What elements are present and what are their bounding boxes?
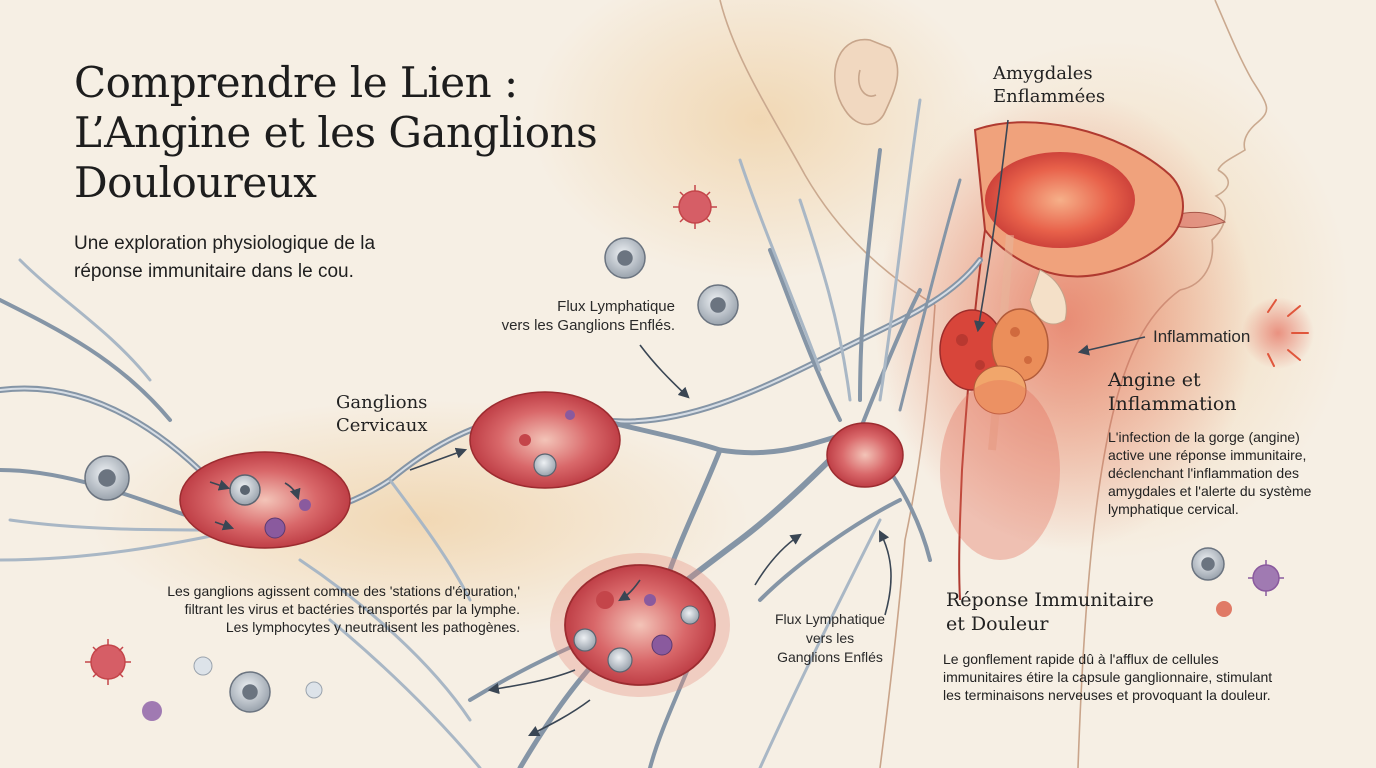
- title-line-3: Douloureux: [74, 158, 317, 207]
- flux-label-top: Flux Lymphatique vers les Ganglions Enfl…: [502, 297, 675, 335]
- ganglions-cervicaux-line-2: Cervicaux: [336, 415, 428, 436]
- subtitle-line-2: réponse immunitaire dans le cou.: [74, 261, 354, 282]
- amygdales-line-2: Enflammées: [993, 86, 1106, 107]
- page-title: Comprendre le Lien : L’Angine et les Gan…: [74, 58, 674, 208]
- pathogen-cluster: [84, 185, 1284, 721]
- amygdales-line-1: Amygdales: [993, 63, 1093, 84]
- page-subtitle: Une exploration physiologique de la répo…: [74, 230, 494, 286]
- flux-top-line-1: Flux Lymphatique: [557, 298, 675, 315]
- flux-top-line-2: vers les Ganglions Enflés.: [501, 317, 675, 334]
- throat-cross-section: [875, 90, 1255, 601]
- ganglions-note-line-3: Les lymphocytes y neutralisent les patho…: [225, 619, 520, 635]
- flux-bottom-line-1: Flux Lymphatique: [775, 611, 885, 627]
- reponse-line-1: Le gonflement rapide dû à l'afflux de ce…: [943, 651, 1219, 667]
- flux-bottom-line-2: vers les: [805, 630, 855, 646]
- virus-bottom-left: [85, 639, 131, 685]
- angine-line-1: L'infection de la gorge (angine): [1108, 429, 1300, 445]
- title-line-2: L’Angine et les Ganglions: [74, 108, 598, 157]
- reponse-heading-line-2: et Douleur: [946, 613, 1049, 635]
- virus-top: [673, 185, 717, 229]
- reponse-line-3: les terminaisons nerveuses et provoquant…: [943, 687, 1271, 703]
- lymphocyte-cells: [84, 237, 1225, 713]
- inflammation-label: Inflammation: [1153, 327, 1251, 346]
- lymph-node-upper-right: [826, 422, 904, 488]
- flux-bottom-line-3: Ganglions Enflés: [777, 649, 883, 665]
- inflammation-burst: [1242, 297, 1314, 369]
- reponse-heading: Réponse Immunitaire et Douleur: [946, 588, 1154, 636]
- amygdales-label: Amygdales Enflammées: [993, 62, 1105, 108]
- lymph-node-left: [179, 451, 351, 549]
- lymph-node-middle: [469, 391, 621, 489]
- tonsils-drawing: [939, 308, 1049, 415]
- angine-paragraph: L'infection de la gorge (angine) active …: [1108, 428, 1311, 518]
- flux-label-bottom: Flux Lymphatique vers les Ganglions Enfl…: [755, 610, 905, 667]
- annotation-arrows: [209, 119, 1146, 737]
- angine-line-2: active une réponse immunitaire,: [1108, 447, 1307, 463]
- virus-purple-bottom: [142, 701, 162, 721]
- virus-small-right: [1216, 601, 1232, 617]
- ganglions-note-line-2: filtrant les virus et bactéries transpor…: [184, 601, 520, 617]
- virus-purple-right: [1248, 560, 1284, 596]
- ganglions-cervicaux-label: Ganglions Cervicaux: [336, 391, 428, 437]
- subtitle-line-1: Une exploration physiologique de la: [74, 233, 376, 254]
- angine-heading: Angine et Inflammation: [1108, 368, 1237, 416]
- angine-line-3: déclenchant l'inflammation des: [1108, 465, 1300, 481]
- ganglions-note: Les ganglions agissent comme des 'statio…: [100, 582, 520, 636]
- reponse-heading-line-1: Réponse Immunitaire: [946, 589, 1154, 611]
- angine-heading-line-2: Inflammation: [1108, 393, 1237, 415]
- lymph-node-large: [550, 553, 730, 697]
- ganglions-note-line-1: Les ganglions agissent comme des 'statio…: [167, 583, 520, 599]
- angine-line-4: amygdales et l'alerte du système: [1108, 483, 1312, 499]
- ear-drawing: [834, 39, 899, 126]
- title-line-1: Comprendre le Lien :: [74, 58, 518, 107]
- reponse-paragraph: Le gonflement rapide dû à l'afflux de ce…: [943, 650, 1272, 704]
- reponse-line-2: immunitaires étire la capsule ganglionna…: [943, 669, 1273, 685]
- angine-line-5: lymphatique cervical.: [1108, 501, 1239, 517]
- ganglions-cervicaux-line-1: Ganglions: [336, 392, 428, 413]
- angine-heading-line-1: Angine et: [1108, 369, 1201, 391]
